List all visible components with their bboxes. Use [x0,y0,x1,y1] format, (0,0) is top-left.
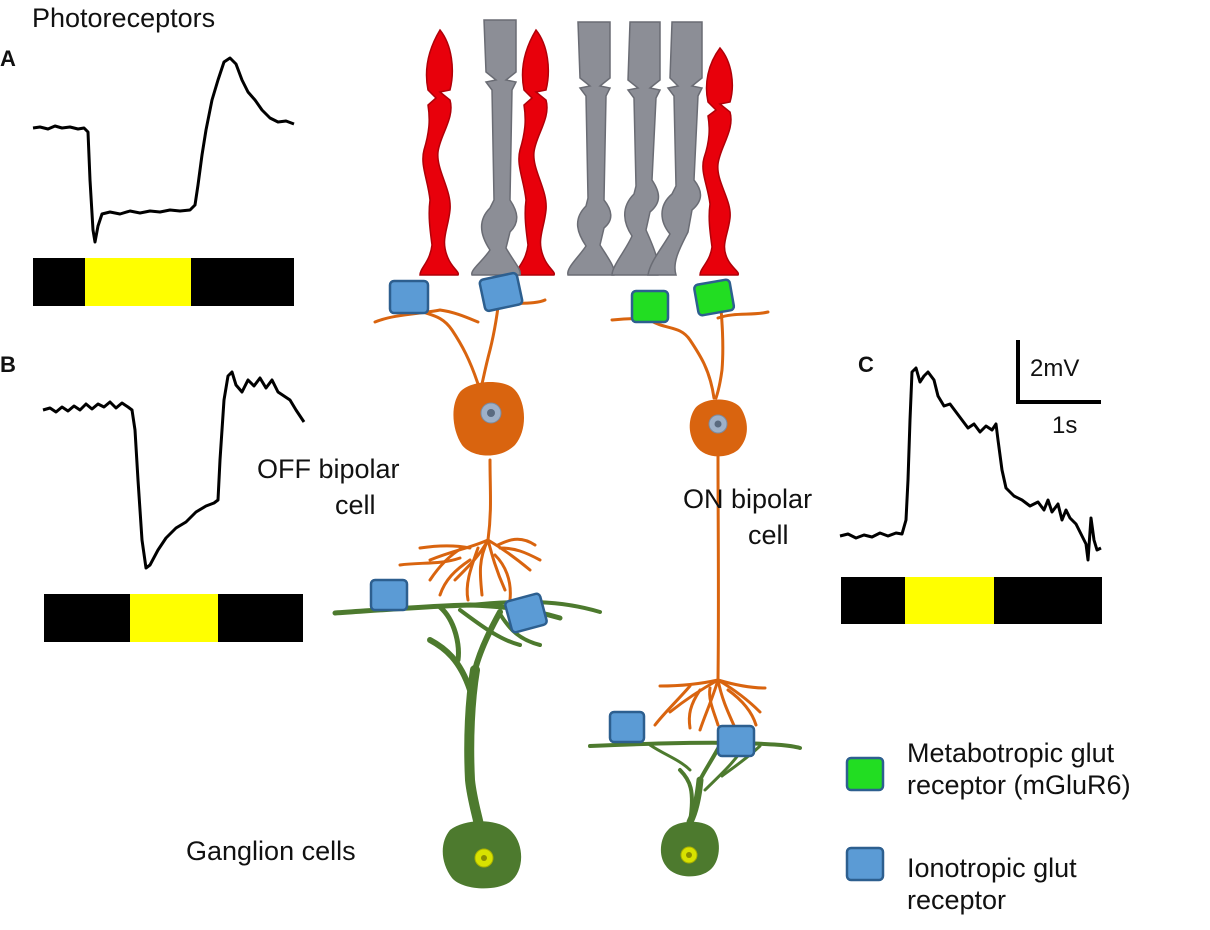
legend-ionotropic-line1: Ionotropic glut [907,853,1077,883]
off-bipolar-label-line2: cell [335,490,376,520]
off-bipolar-label-line1: OFF bipolar [257,454,400,484]
legend-metabotropic-label: Metabotropic glut receptor (mGluR6) [907,737,1131,802]
metabotropic-receptor [693,278,736,317]
scale-voltage-label: 2mV [1030,355,1080,382]
trace-a [32,56,295,244]
stimulus-bar-c [841,577,1102,624]
on-bipolar-label-line2: cell [748,520,789,550]
legend-metabotropic-swatch [845,756,885,792]
scale-bar [1016,340,1101,404]
off-bipolar-nucleolus [487,409,495,417]
ionotropic-receptor [369,578,409,612]
cone-cell [419,28,460,276]
rod-cell [647,21,704,276]
ionotropic-receptor [504,592,548,634]
on-ganglion-cell [588,740,802,877]
on-bipolar-label-line1: ON bipolar [683,484,813,514]
legend-ionotropic-line2: receptor [907,885,1007,916]
rod-cell [611,21,662,276]
on-bipolar-nucleolus [714,420,722,428]
rod-cell [471,19,522,276]
ionotropic-receptor [388,279,430,315]
scale-time-label: 1s [1052,412,1078,439]
trace-c [839,366,1102,562]
ionotropic-receptor [478,271,524,313]
stimulus-bar-b [44,594,303,642]
off-ganglion-cell [332,599,602,889]
legend-ionotropic-swatch [845,846,885,882]
trace-b [42,370,306,570]
legend-ionotropic-label: Ionotropic glut receptor [907,852,1077,917]
ionotropic-receptor [608,710,646,744]
cone-cell [515,28,556,276]
off-bipolar-cell [373,288,547,602]
photoreceptor-layer [419,19,740,276]
ionotropic-receptor [716,724,756,758]
photoreceptors-label: Photoreceptors [32,3,216,33]
on-ganglion-nucleolus [686,852,692,858]
stimulus-bar-a [33,258,294,306]
legend-metabotropic-line2: receptor (mGluR6) [907,770,1131,801]
legend-metabotropic-line1: Metabotropic glut [907,738,1115,768]
metabotropic-receptor [630,289,670,324]
panel-c-label: C [858,352,874,377]
panel-a-label: A [0,46,16,71]
panel-b-label: B [0,352,16,377]
ganglion-label: Ganglion cells [186,836,356,866]
rod-cell [567,21,616,276]
off-ganglion-nucleolus [481,855,487,861]
cone-cell [699,46,740,276]
